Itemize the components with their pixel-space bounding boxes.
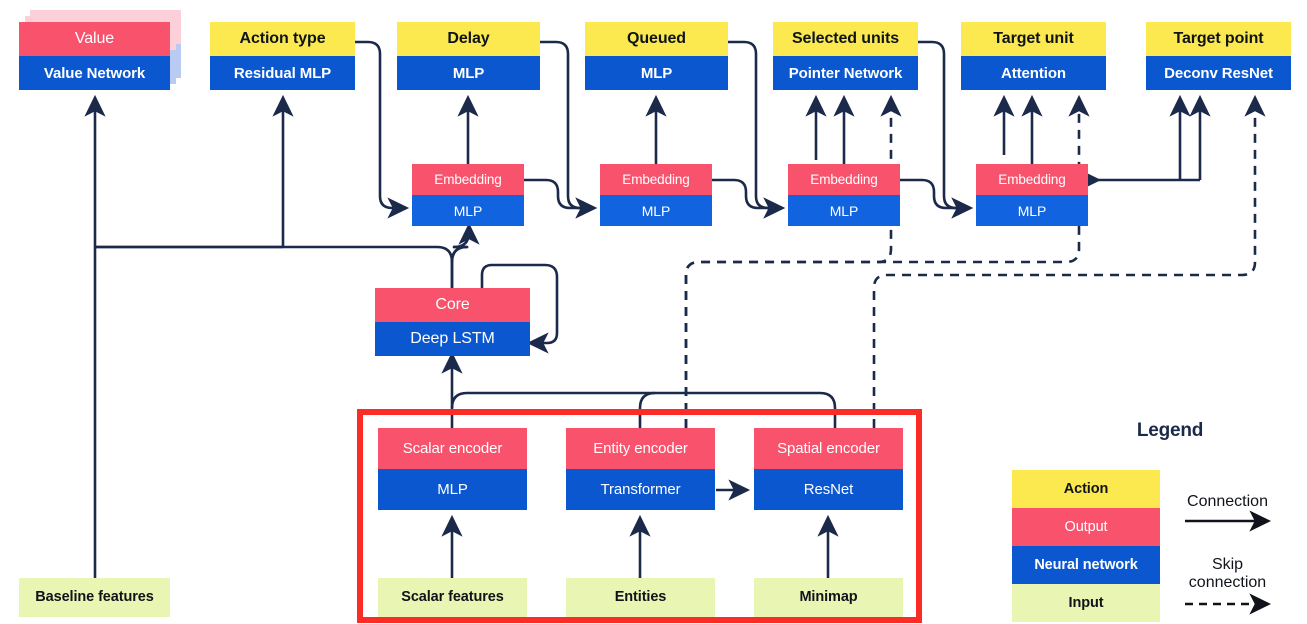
output-node-target-point-head: Target point <box>1146 22 1291 56</box>
embedding-node-3[interactable]: Embedding MLP <box>788 164 900 226</box>
encoder-node-scalar-head: Scalar encoder <box>378 428 527 469</box>
output-node-selected-units[interactable]: Selected units Pointer Network <box>773 22 918 90</box>
encoder-node-entity[interactable]: Entity encoder Transformer <box>566 428 715 510</box>
encoder-node-spatial-head: Spatial encoder <box>754 428 903 469</box>
legend-swatch-neural-network: Neural network <box>1012 546 1160 584</box>
embedding-node-1[interactable]: Embedding MLP <box>412 164 524 226</box>
output-node-target-unit-head: Target unit <box>961 22 1106 56</box>
output-node-queued-head: Queued <box>585 22 728 56</box>
legend-swatch-input: Input <box>1012 584 1160 622</box>
output-node-action-type-body: Residual MLP <box>210 56 355 90</box>
output-node-target-unit-body: Attention <box>961 56 1106 90</box>
input-node-scalar-features[interactable]: Scalar features <box>378 578 527 617</box>
input-node-baseline-features[interactable]: Baseline features <box>19 578 170 617</box>
legend-swatch-action: Action <box>1012 470 1160 508</box>
embedding-node-1-body: MLP <box>412 195 524 226</box>
output-node-selected-units-head: Selected units <box>773 22 918 56</box>
output-node-selected-units-body: Pointer Network <box>773 56 918 90</box>
output-node-target-point-body: Deconv ResNet <box>1146 56 1291 90</box>
embedding-node-2-body: MLP <box>600 195 712 226</box>
embedding-node-4-body: MLP <box>976 195 1088 226</box>
output-node-value-body: Value Network <box>19 56 170 90</box>
output-node-action-type[interactable]: Action type Residual MLP <box>210 22 355 90</box>
encoder-node-scalar[interactable]: Scalar encoder MLP <box>378 428 527 510</box>
encoder-node-spatial-body: ResNet <box>754 469 903 510</box>
input-node-entities-label: Entities <box>566 578 715 617</box>
output-node-value[interactable]: Value Value Network <box>19 22 170 90</box>
output-node-queued[interactable]: Queued MLP <box>585 22 728 90</box>
output-node-target-point[interactable]: Target point Deconv ResNet <box>1146 22 1291 90</box>
output-node-delay-body: MLP <box>397 56 540 90</box>
legend-swatch-output: Output <box>1012 508 1160 546</box>
core-node-body: Deep LSTM <box>375 322 530 356</box>
output-node-target-unit[interactable]: Target unit Attention <box>961 22 1106 90</box>
embedding-node-4-head: Embedding <box>976 164 1088 195</box>
legend-skip-connection-label: Skip connection <box>1188 556 1267 592</box>
embedding-node-3-head: Embedding <box>788 164 900 195</box>
core-node-head: Core <box>375 288 530 322</box>
output-node-value-head: Value <box>19 22 170 56</box>
core-node[interactable]: Core Deep LSTM <box>375 288 530 356</box>
input-node-baseline-features-label: Baseline features <box>19 578 170 617</box>
embedding-node-2[interactable]: Embedding MLP <box>600 164 712 226</box>
output-node-delay-head: Delay <box>397 22 540 56</box>
encoder-node-entity-head: Entity encoder <box>566 428 715 469</box>
embedding-node-4[interactable]: Embedding MLP <box>976 164 1088 226</box>
output-node-action-type-head: Action type <box>210 22 355 56</box>
encoder-node-entity-body: Transformer <box>566 469 715 510</box>
input-node-scalar-features-label: Scalar features <box>378 578 527 617</box>
legend-swatch-stack: Action Output Neural network Input <box>1012 470 1160 622</box>
input-node-minimap[interactable]: Minimap <box>754 578 903 617</box>
input-node-entities[interactable]: Entities <box>566 578 715 617</box>
encoder-node-scalar-body: MLP <box>378 469 527 510</box>
embedding-node-3-body: MLP <box>788 195 900 226</box>
legend-connection-label: Connection <box>1187 493 1268 510</box>
embedding-node-1-head: Embedding <box>412 164 524 195</box>
legend-title: Legend <box>1136 420 1204 441</box>
output-node-delay[interactable]: Delay MLP <box>397 22 540 90</box>
input-node-minimap-label: Minimap <box>754 578 903 617</box>
embedding-node-2-head: Embedding <box>600 164 712 195</box>
encoder-node-spatial[interactable]: Spatial encoder ResNet <box>754 428 903 510</box>
output-node-queued-body: MLP <box>585 56 728 90</box>
